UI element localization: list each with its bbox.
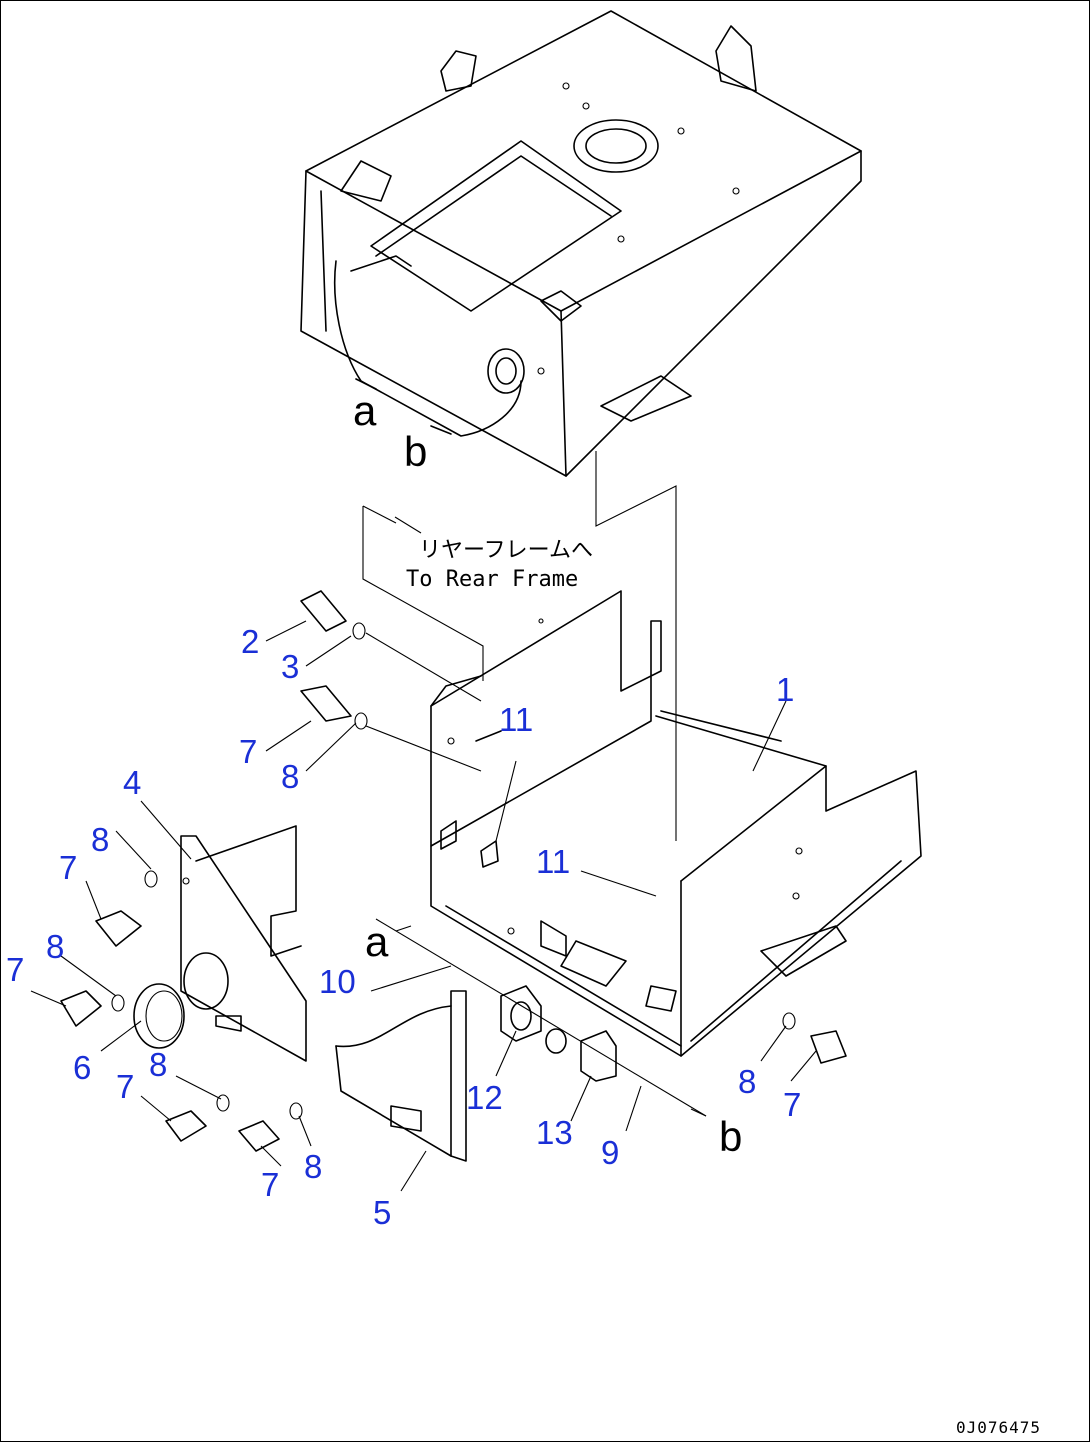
ref-a-lower: a (365, 918, 389, 965)
callout-3: 3 (281, 648, 299, 685)
note-english: To Rear Frame (406, 567, 578, 592)
callout-8-upper: 8 (281, 758, 299, 795)
drawing-code: 0J076475 (956, 1418, 1041, 1437)
callout-11-upper: 11 (499, 701, 533, 738)
ref-b-upper: b (404, 428, 427, 475)
callout-9: 9 (601, 1134, 619, 1171)
callout-7-left1: 7 (59, 849, 77, 886)
fuel-tank (300, 10, 862, 477)
callout-8-mid: 8 (149, 1046, 167, 1083)
callout-7-right: 7 (783, 1086, 801, 1123)
callout-8-bottom: 8 (304, 1148, 322, 1185)
callout-8-right: 8 (738, 1063, 756, 1100)
ref-b-lower: b (719, 1113, 742, 1160)
callout-11-lower: 11 (536, 843, 570, 880)
bolts-washers (60, 590, 847, 1152)
callout-4: 4 (123, 764, 141, 801)
callout-8-left2: 8 (46, 928, 64, 965)
callout-13: 13 (536, 1114, 573, 1151)
leader-lines (30, 620, 817, 1192)
callout-8-left1: 8 (91, 821, 109, 858)
callout-7-bottom: 7 (261, 1166, 279, 1203)
callout-10: 10 (319, 963, 356, 1000)
callout-7-mid: 7 (116, 1068, 134, 1105)
rear-frame-note: リヤーフレームへ To Rear Frame (362, 505, 593, 681)
note-japanese: リヤーフレームへ (419, 538, 593, 563)
cap (133, 983, 185, 1049)
callout-numbers: 1 2 3 7 8 11 4 8 7 8 7 11 10 6 8 7 12 13… (6, 623, 801, 1231)
callout-5: 5 (373, 1194, 391, 1231)
cover-plate (180, 825, 307, 1062)
main-bracket (430, 590, 922, 1057)
ref-a-upper: a (353, 387, 377, 434)
callout-6: 6 (73, 1049, 91, 1086)
callout-7-left2: 7 (6, 951, 24, 988)
callout-1: 1 (776, 671, 794, 708)
lower-plate (335, 990, 467, 1162)
callout-7-upper: 7 (239, 733, 257, 770)
clamps (375, 918, 707, 1117)
callout-2: 2 (241, 623, 259, 660)
callout-12: 12 (466, 1079, 503, 1116)
